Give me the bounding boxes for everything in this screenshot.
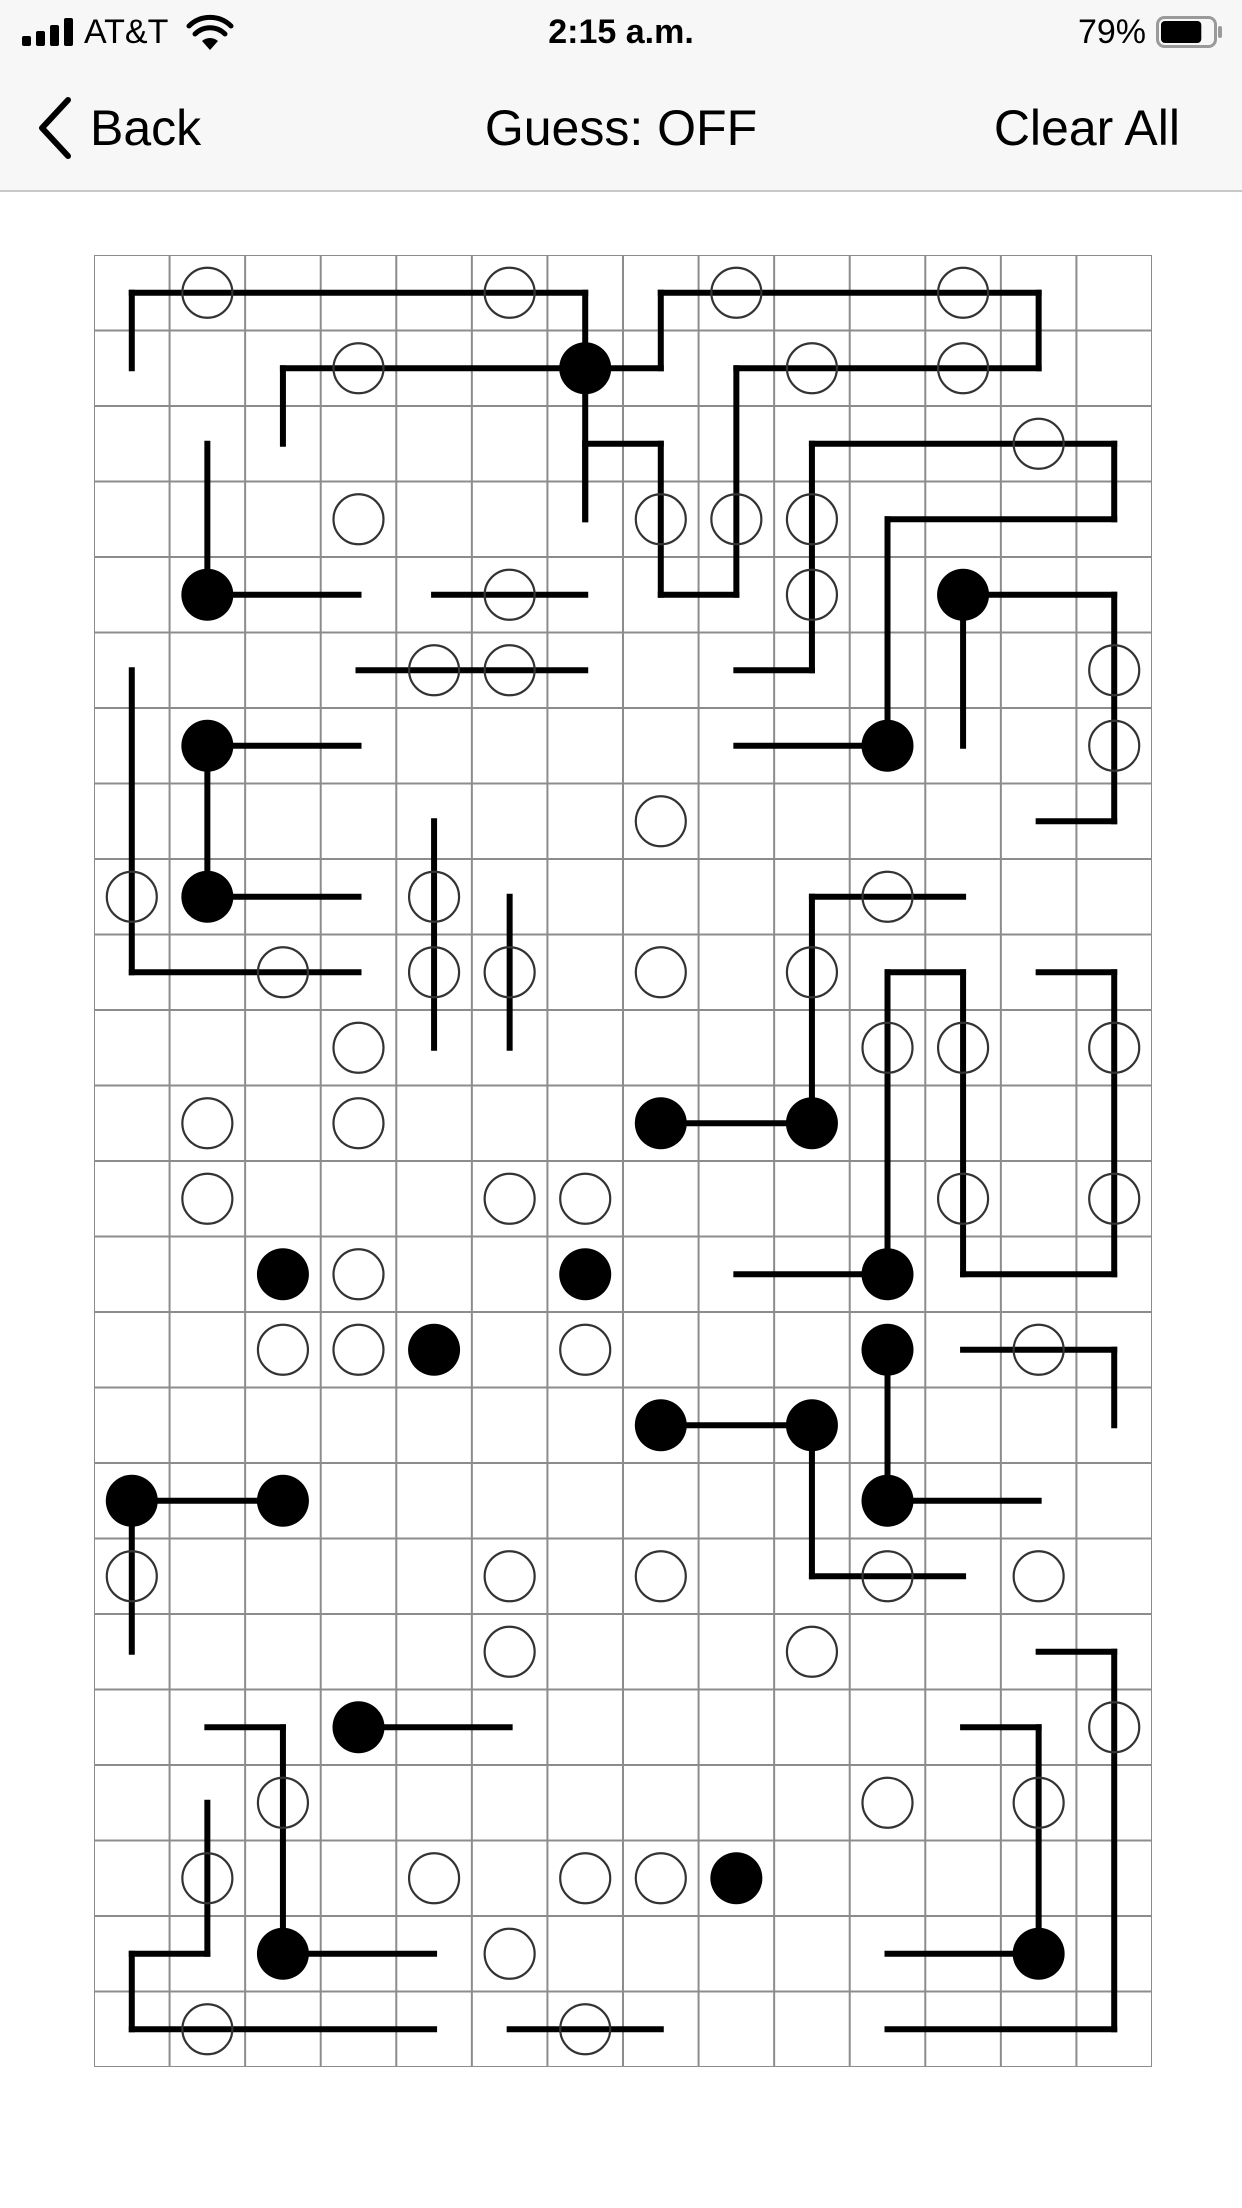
- black-pearl[interactable]: [559, 1248, 612, 1301]
- black-pearl[interactable]: [861, 1474, 914, 1527]
- white-pearl[interactable]: [936, 1021, 990, 1074]
- white-pearl[interactable]: [181, 2003, 234, 2056]
- white-pearl[interactable]: [105, 1550, 158, 1603]
- black-pearl[interactable]: [1012, 1927, 1065, 1980]
- white-pearl[interactable]: [1088, 1172, 1141, 1225]
- white-pearl[interactable]: [181, 1172, 234, 1225]
- white-pearl[interactable]: [634, 493, 687, 546]
- wifi-icon: [186, 14, 234, 50]
- white-pearl[interactable]: [483, 946, 536, 999]
- white-pearl[interactable]: [634, 946, 687, 999]
- white-pearl[interactable]: [559, 1852, 612, 1905]
- back-label: Back: [90, 100, 202, 156]
- back-button[interactable]: Back: [34, 64, 201, 192]
- black-pearl[interactable]: [861, 719, 914, 772]
- white-pearl[interactable]: [407, 644, 461, 697]
- black-pearl[interactable]: [559, 342, 612, 395]
- battery-percent: 79%: [1077, 13, 1146, 51]
- white-pearl[interactable]: [256, 1776, 310, 1829]
- status-bar: AT&T 2:15 a.m. 79%: [0, 0, 1242, 64]
- white-pearl[interactable]: [785, 1625, 839, 1678]
- white-pearl[interactable]: [332, 1021, 385, 1074]
- white-pearl[interactable]: [936, 266, 990, 319]
- black-pearl[interactable]: [861, 1248, 914, 1301]
- white-pearl[interactable]: [1088, 1701, 1141, 1754]
- white-pearl[interactable]: [407, 870, 461, 923]
- white-pearl[interactable]: [559, 2003, 612, 2056]
- white-pearl[interactable]: [407, 946, 461, 999]
- white-pearl[interactable]: [861, 1776, 914, 1829]
- battery-icon: [1156, 16, 1222, 48]
- black-pearl[interactable]: [937, 568, 990, 621]
- black-pearl[interactable]: [861, 1323, 914, 1376]
- white-pearl[interactable]: [332, 1323, 385, 1376]
- white-pearl[interactable]: [483, 1172, 536, 1225]
- black-pearl[interactable]: [181, 870, 234, 923]
- white-pearl[interactable]: [483, 568, 536, 621]
- white-pearl[interactable]: [936, 342, 990, 395]
- white-pearl[interactable]: [710, 266, 763, 319]
- white-pearl[interactable]: [634, 795, 687, 848]
- white-pearl[interactable]: [105, 870, 158, 923]
- white-pearl[interactable]: [332, 1248, 385, 1301]
- black-pearl[interactable]: [256, 1474, 309, 1527]
- black-pearl[interactable]: [256, 1248, 309, 1301]
- black-pearl[interactable]: [332, 1701, 385, 1754]
- white-pearl[interactable]: [559, 1172, 612, 1225]
- black-pearl[interactable]: [181, 568, 234, 621]
- white-pearl[interactable]: [181, 1097, 234, 1150]
- white-pearl[interactable]: [1012, 1550, 1065, 1603]
- carrier-label: AT&T: [84, 13, 169, 51]
- black-pearl[interactable]: [105, 1474, 158, 1527]
- white-pearl[interactable]: [634, 1550, 687, 1603]
- clear-all-button[interactable]: Clear All: [993, 100, 1180, 156]
- black-pearl[interactable]: [634, 1097, 687, 1150]
- white-pearl[interactable]: [785, 946, 839, 999]
- white-pearl[interactable]: [861, 1550, 914, 1603]
- white-pearl[interactable]: [483, 1625, 536, 1678]
- white-pearl[interactable]: [785, 342, 839, 395]
- puzzle-board[interactable]: [94, 255, 1152, 2067]
- white-pearl[interactable]: [1012, 1323, 1065, 1376]
- white-pearl[interactable]: [483, 266, 536, 319]
- white-pearl[interactable]: [332, 1097, 385, 1150]
- chevron-left-icon: [39, 97, 71, 159]
- white-pearl[interactable]: [785, 493, 839, 546]
- white-pearl[interactable]: [1012, 417, 1065, 470]
- white-pearl[interactable]: [332, 493, 385, 546]
- white-pearl[interactable]: [1088, 644, 1141, 697]
- white-pearl[interactable]: [1088, 719, 1141, 772]
- white-pearl[interactable]: [710, 493, 763, 546]
- white-pearl[interactable]: [483, 1550, 536, 1603]
- white-pearl[interactable]: [181, 266, 234, 319]
- white-pearl[interactable]: [634, 1852, 687, 1905]
- black-pearl[interactable]: [181, 719, 234, 772]
- white-pearl[interactable]: [407, 1852, 461, 1905]
- black-pearl[interactable]: [785, 1399, 838, 1452]
- white-pearl[interactable]: [1012, 1776, 1065, 1829]
- black-pearl[interactable]: [256, 1927, 309, 1980]
- black-pearl[interactable]: [408, 1323, 461, 1376]
- navigation-bar: Back Guess: OFF Clear All: [0, 64, 1242, 192]
- guess-toggle-button[interactable]: Guess: OFF: [484, 100, 758, 156]
- white-pearl[interactable]: [1088, 1021, 1141, 1074]
- signal-bars-icon: [22, 18, 78, 46]
- white-pearl[interactable]: [861, 870, 914, 923]
- black-pearl[interactable]: [634, 1399, 687, 1452]
- black-pearl[interactable]: [785, 1097, 838, 1150]
- white-pearl[interactable]: [332, 342, 385, 395]
- white-pearl[interactable]: [785, 568, 839, 621]
- white-pearl[interactable]: [861, 1021, 914, 1074]
- white-pearl[interactable]: [483, 644, 536, 697]
- status-time: 2:15 a.m.: [548, 13, 694, 51]
- white-pearl[interactable]: [483, 1927, 536, 1980]
- white-pearl[interactable]: [181, 1852, 234, 1905]
- white-pearl[interactable]: [559, 1323, 612, 1376]
- white-pearl[interactable]: [936, 1172, 990, 1225]
- white-pearl[interactable]: [256, 946, 310, 999]
- black-pearl[interactable]: [710, 1852, 763, 1905]
- white-pearl[interactable]: [256, 1323, 310, 1376]
